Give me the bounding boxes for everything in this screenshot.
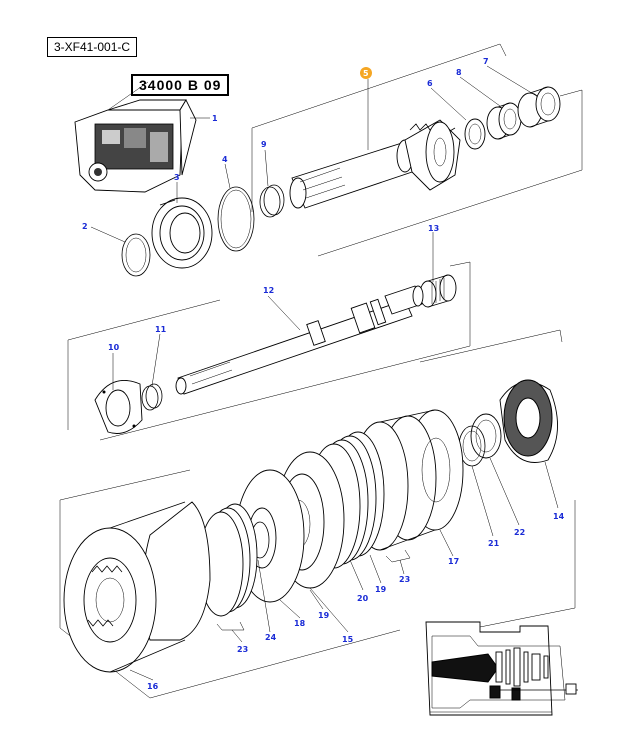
callout-22: 22 <box>514 528 525 537</box>
bearing-8 <box>486 102 522 140</box>
callout-18: 18 <box>294 619 306 628</box>
plate-14 <box>499 379 558 463</box>
clutch-drum-17 <box>351 409 464 551</box>
callout-11: 11 <box>155 325 167 334</box>
snap-ring-4 <box>217 186 255 252</box>
callout-6: 6 <box>427 79 433 88</box>
callout-8: 8 <box>456 68 462 77</box>
callout-1: 1 <box>212 114 218 123</box>
needle-bearing-7 <box>517 86 561 128</box>
callout-15: 15 <box>342 635 354 644</box>
callout-20: 20 <box>357 594 369 603</box>
callout-21: 21 <box>488 539 500 548</box>
group-number: 34000 B 09 <box>131 74 230 96</box>
locator-inset <box>425 621 578 716</box>
gear-hub-16 <box>63 501 211 673</box>
input-gear-shaft <box>289 79 461 209</box>
callout-16: 16 <box>147 682 159 691</box>
flange-plate-10 <box>94 380 143 434</box>
callout-9: 9 <box>261 140 267 149</box>
callout-23-left: 23 <box>237 645 248 654</box>
middle-frame <box>67 261 471 441</box>
upper-frame <box>251 43 583 257</box>
bearing-3 <box>151 197 213 269</box>
transmission-housing <box>74 81 197 193</box>
callout-19-left: 19 <box>318 611 330 620</box>
main-shaft <box>175 285 424 395</box>
callout-19-right: 19 <box>375 585 387 594</box>
callout-13: 13 <box>428 224 439 233</box>
callout-labels: 5 1 2 3 4 9 6 8 7 13 12 10 11 14 22 21 1… <box>82 57 565 691</box>
snap-ring-2 <box>121 233 151 277</box>
callout-17: 17 <box>448 557 459 566</box>
callout-3: 3 <box>174 173 180 182</box>
callout-24: 24 <box>265 633 277 642</box>
callout-14: 14 <box>553 512 565 521</box>
needle-bearing-13 <box>419 274 457 308</box>
callout-7: 7 <box>483 57 489 66</box>
snap-ring-9 <box>259 184 285 218</box>
disc-pack-23-left <box>198 503 258 617</box>
callout-12: 12 <box>263 286 274 295</box>
callout-4: 4 <box>222 155 228 164</box>
reference-code: 3-XF41-001-C <box>47 37 138 57</box>
spacer-6 <box>464 118 486 150</box>
callout-5: 5 <box>363 69 369 78</box>
callout-23-right: 23 <box>399 575 410 584</box>
snap-ring-11 <box>141 383 163 411</box>
ring-22 <box>470 413 502 459</box>
callout-2: 2 <box>82 222 88 231</box>
highlight-marker <box>360 67 372 79</box>
callout-leaders <box>90 65 559 681</box>
callout-10: 10 <box>108 343 120 352</box>
